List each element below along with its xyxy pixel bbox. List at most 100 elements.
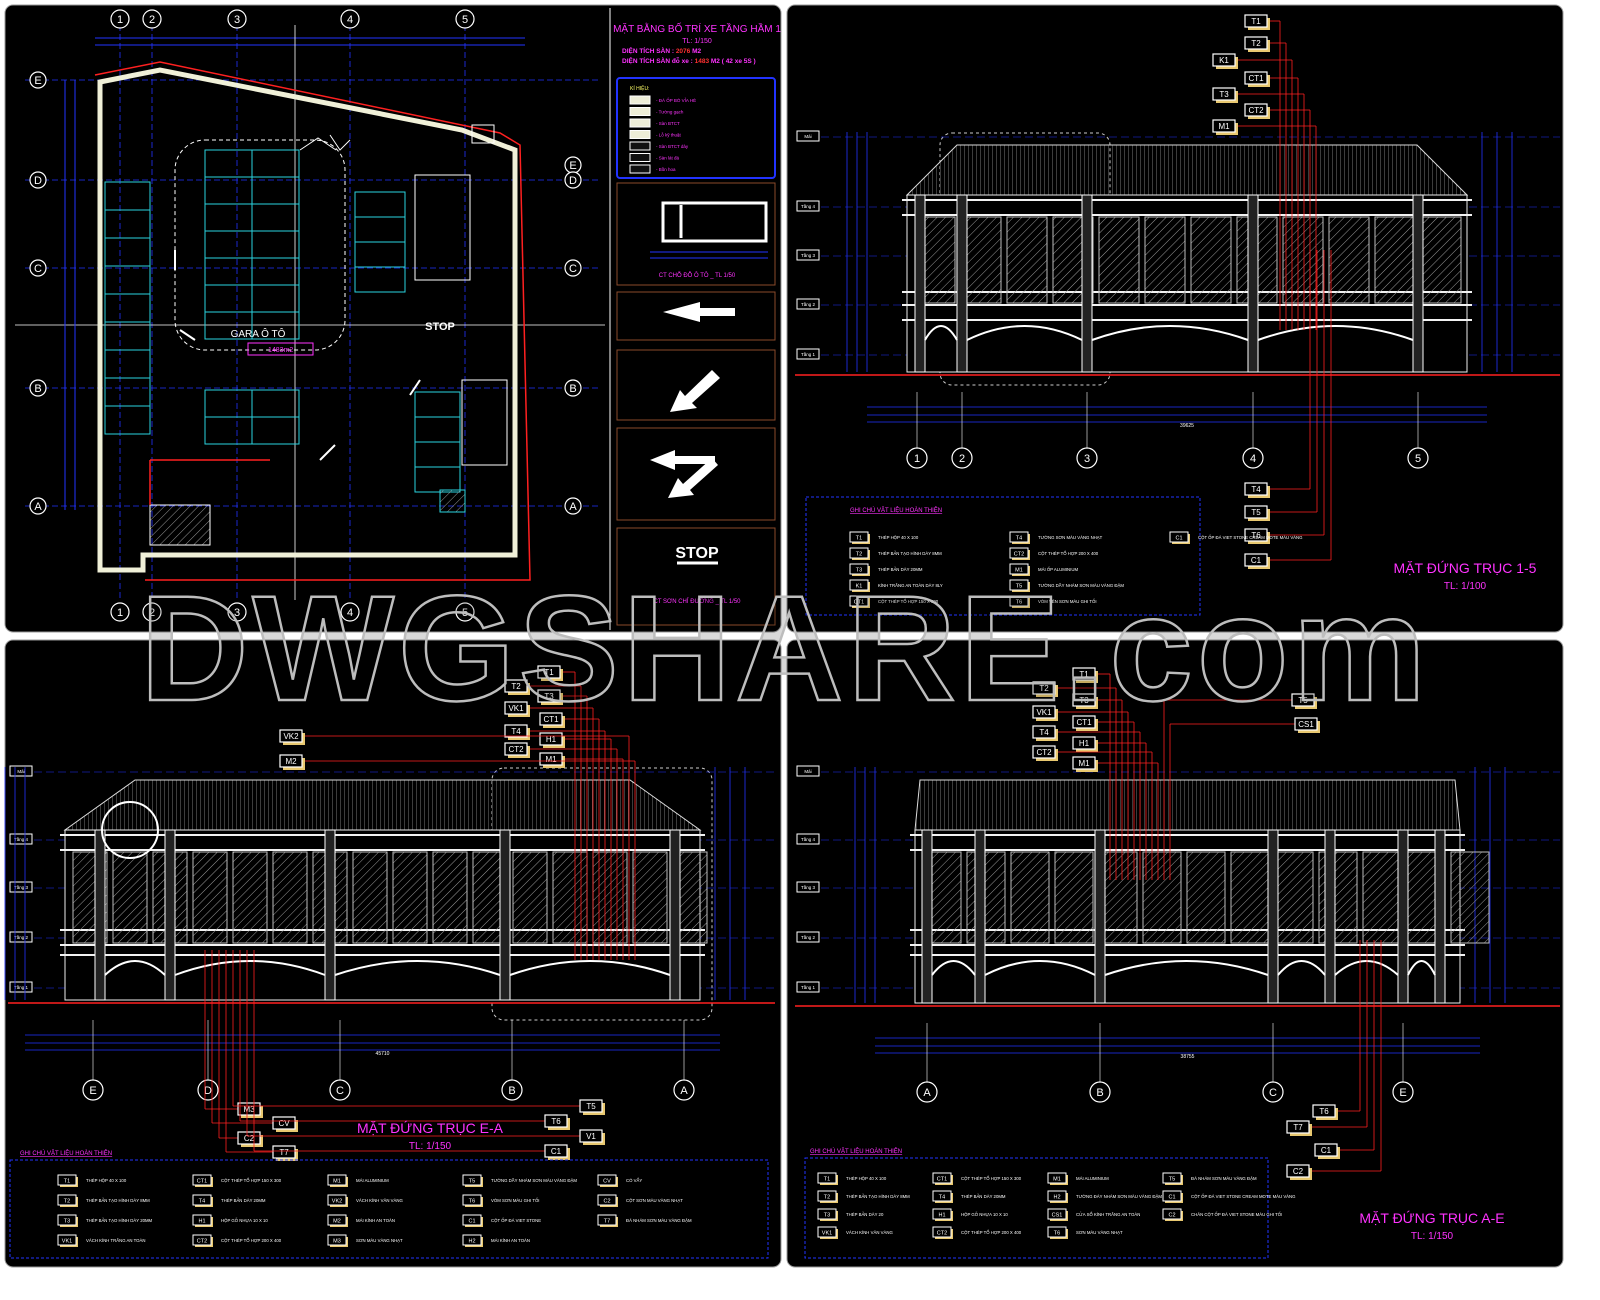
grid-bubble: A (29, 497, 47, 515)
site-boundary (94, 61, 531, 581)
grid-bubble: E (1392, 1081, 1414, 1103)
tag-box (1244, 482, 1268, 496)
column (974, 829, 986, 1004)
tag-box (1244, 103, 1268, 117)
window-bay (1144, 216, 1186, 304)
window-bay (392, 851, 428, 944)
parking-area-text: M2 ( 42 xe 5S ) (711, 58, 756, 65)
tag-code: VK2 (283, 732, 299, 741)
window-bay (1328, 216, 1370, 304)
tag-box (932, 1172, 952, 1184)
tag-box (504, 701, 528, 715)
level-label: Tầng 2 (14, 935, 29, 940)
tag-code: T4 (1039, 728, 1049, 737)
grid-bubble: 5 (1407, 447, 1429, 469)
detail-road-title: CT SƠN CHỈ ĐƯỜNG _ TL 1/50 (654, 598, 742, 605)
tag-box (57, 1174, 77, 1186)
tag-box (1312, 1104, 1336, 1118)
tag-box (849, 595, 869, 607)
legend-box (616, 77, 776, 179)
legend-text: CỘT ỐP ĐÁ VIET STONE (491, 1218, 541, 1223)
level-label: Mái (804, 769, 811, 774)
tag-box (1009, 579, 1029, 591)
material-tag: H1 (1072, 736, 1098, 752)
roof (905, 144, 1469, 196)
elevation-scale: TL: 1/100 (1444, 581, 1487, 592)
tag-code: T5 (586, 1102, 596, 1111)
tag-code: C1 (1251, 556, 1262, 565)
grid-label: B (569, 383, 576, 395)
tag-code: CT1 (1076, 718, 1092, 727)
tag-box (1009, 531, 1029, 543)
detail-frame (616, 527, 776, 626)
tag-box (1072, 667, 1096, 681)
grid-bubble-circle (1262, 1081, 1284, 1103)
legend-text: CỘT THÉP TỔ HỢP 200 X 400 (1038, 551, 1099, 556)
tag-box (1294, 717, 1318, 731)
grid-label: E (89, 1085, 96, 1097)
tag-code: H1 (546, 735, 557, 744)
column (499, 829, 511, 1001)
legend-swatch (629, 107, 651, 116)
tag-box (1047, 1172, 1067, 1184)
legend-swatch (629, 118, 651, 128)
grid-bubble-circle (29, 71, 47, 89)
legend-text: TƯỜNG ĐÁY NHÁM SƠN MÀU VÀNG ĐẬM (1076, 1194, 1162, 1199)
level-box (796, 881, 820, 893)
material-tag: T4 (1244, 482, 1270, 498)
grid-bubble: A (916, 1081, 938, 1103)
level-box (796, 249, 820, 261)
legend-code: T6 (469, 1199, 475, 1205)
tag-code: T5 (1251, 508, 1261, 517)
tag-box (192, 1234, 212, 1246)
legend-code: T2 (64, 1199, 70, 1205)
parking-area-text: DIỆN TÍCH SÀN đỗ xe : (622, 56, 693, 65)
level-box (9, 881, 33, 893)
grid-label: C (569, 263, 577, 275)
material-tag: CT1 (539, 712, 565, 728)
grid-label: C (1269, 1087, 1277, 1099)
grid-label: 4 (347, 14, 353, 26)
tag-code: T6 (551, 1117, 561, 1126)
legend-code: C2 (603, 1199, 610, 1205)
grid-label: 3 (1084, 453, 1090, 465)
grid-bubble-circle (916, 1081, 938, 1103)
column (94, 829, 106, 1001)
room-area: 1483m2 (268, 347, 293, 354)
legend-code: T1 (64, 1179, 70, 1185)
tag-box (1032, 705, 1056, 719)
tag-code: T1 (544, 668, 554, 677)
grid-bubble-circle (564, 379, 582, 397)
tag-code: CS1 (1298, 720, 1314, 729)
legend-text: THÉP BẢN TẠO HÌNH DÀY 8MM (846, 1194, 910, 1199)
tag-box (579, 1099, 603, 1113)
tag-code: T6 (1319, 1107, 1329, 1116)
material-tag: VK2 (279, 729, 305, 745)
tag-box (1212, 119, 1236, 133)
legend-code: H1 (198, 1219, 205, 1225)
legend-text: MÁI ALUMINIUM (356, 1178, 389, 1183)
grid-label: E (34, 75, 41, 87)
grid-bubble: 2 (951, 447, 973, 469)
legend-code: M1 (1015, 568, 1023, 574)
grid-label: E (1399, 1087, 1406, 1099)
grid-bubble: 4 (340, 602, 360, 622)
window-bay (1186, 851, 1226, 944)
legend-text: CỘT SƠN MÀU VÀNG NHẠT (626, 1198, 683, 1203)
tag-box (1212, 87, 1236, 101)
grid-label: 1 (117, 607, 123, 619)
legend-text: THÉP BẢN DÀY 20MM (221, 1198, 266, 1203)
parking-stall (104, 405, 151, 435)
tag-box (1072, 736, 1096, 750)
grid-bubble: 1 (110, 602, 130, 622)
